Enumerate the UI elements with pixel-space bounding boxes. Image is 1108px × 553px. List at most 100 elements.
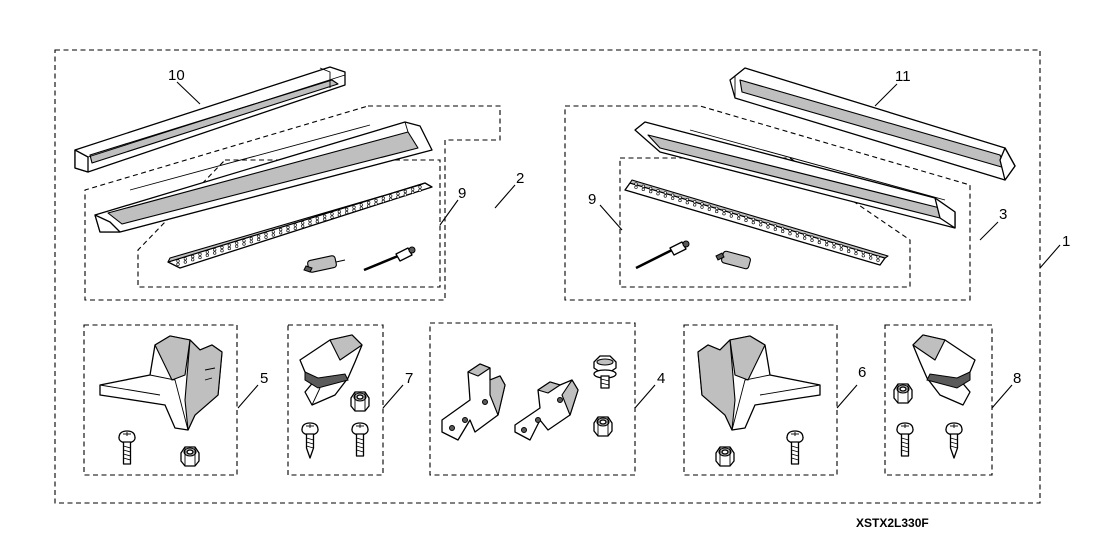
plate-hole [293, 223, 297, 227]
plate-hole [847, 249, 851, 253]
kit-frame [54, 49, 1041, 504]
callout-3: 3 [999, 206, 1007, 223]
left-bracket-part [299, 334, 363, 406]
plate-hole [847, 246, 851, 250]
plate-hole [649, 186, 653, 190]
plate-hole [737, 213, 741, 217]
plate-hole [381, 196, 385, 200]
right-bracket-tapping-screw-part [945, 422, 963, 459]
plate-hole [308, 222, 312, 226]
plate-hole [663, 194, 667, 198]
plate-hole [678, 195, 682, 199]
callout-7: 7 [405, 370, 413, 387]
right-mudguard-nut-part [715, 446, 735, 467]
plate-hole [685, 197, 689, 202]
callout-5: 5 [260, 370, 268, 387]
plate-hole [220, 245, 224, 250]
plate-hole [411, 190, 415, 194]
callout-1: 1 [1062, 233, 1070, 250]
plate-hole [213, 251, 217, 255]
plate-hole [722, 208, 726, 213]
plate-hole [301, 221, 305, 225]
plate-hole [810, 235, 814, 239]
plate-hole [795, 231, 799, 235]
plate-hole [766, 222, 770, 226]
plate-hole [656, 189, 660, 193]
plate-hole [367, 204, 371, 208]
mounting-nut-part [593, 416, 613, 437]
leader-3 [979, 221, 999, 241]
plate-hole [345, 211, 349, 215]
leader-9-right [599, 204, 623, 231]
plate-hole [389, 194, 393, 198]
right-bracket-screw-part [896, 422, 914, 457]
plate-hole [861, 251, 865, 255]
plate-hole [825, 239, 829, 244]
plate-hole [205, 253, 209, 257]
mounting-bracket-a-part [441, 363, 506, 441]
plate-hole [649, 190, 653, 194]
left-step-rivet-part [363, 246, 416, 272]
bracket-right-group-frame [884, 324, 993, 476]
plate-hole [227, 243, 231, 247]
plate-hole [744, 215, 748, 219]
plate-hole [286, 225, 290, 229]
plate-hole [707, 207, 711, 211]
bracket-left-group-frame [287, 324, 384, 476]
mudguard-left-group-frame [83, 324, 238, 476]
plate-hole [839, 244, 843, 248]
mounting-bracket-b-part [514, 379, 579, 441]
plate-hole [352, 205, 356, 209]
left-step-group-frame [84, 105, 501, 301]
plate-hole [403, 189, 407, 194]
right-bracket-nut-part [893, 383, 913, 404]
plate-hole [249, 240, 253, 244]
leader-5 [237, 384, 259, 409]
plate-hole [271, 230, 275, 234]
left-bracket-screw-part [351, 422, 369, 457]
plate-hole [869, 256, 873, 260]
left-step-board-part [94, 121, 433, 233]
right-step-board-part [634, 121, 956, 229]
plate-hole [235, 241, 239, 245]
plate-hole [773, 224, 777, 228]
plate-hole [352, 208, 356, 212]
plate-hole [249, 237, 253, 241]
callout-8: 8 [1013, 370, 1021, 387]
mudguard-right-group-frame [683, 324, 838, 476]
plate-hole [389, 197, 393, 201]
plate-hole [729, 211, 733, 215]
plate-hole [264, 232, 268, 236]
plate-hole [854, 248, 858, 252]
plate-hole [315, 220, 319, 224]
left-mudguard-screw-part [118, 430, 136, 465]
plate-hole [671, 193, 675, 197]
right-bracket-part [912, 334, 976, 406]
plate-hole [308, 219, 312, 223]
plate-hole [198, 252, 202, 256]
plate-hole [656, 192, 660, 196]
plate-hole [396, 192, 400, 196]
leader-1 [1039, 244, 1061, 269]
plate-hole [359, 206, 363, 210]
plate-hole [279, 228, 283, 232]
plate-hole [301, 224, 305, 228]
plate-hole [817, 240, 821, 245]
left-step-plate-group-frame [137, 159, 441, 288]
plate-hole [191, 258, 195, 262]
plate-hole [832, 245, 836, 249]
left-step-clip-part [303, 255, 346, 273]
plate-hole [803, 236, 807, 240]
left-mudguard-nut-part [180, 446, 200, 467]
plate-hole [781, 229, 785, 233]
plate-hole [374, 202, 378, 206]
plate-hole [876, 255, 880, 259]
plate-hole [359, 203, 363, 207]
plate-hole [781, 226, 785, 230]
leader-6 [836, 384, 858, 409]
plate-hole [367, 201, 371, 205]
plate-hole [418, 185, 422, 189]
plate-hole [869, 253, 873, 257]
plate-hole [205, 250, 209, 254]
plate-hole [641, 187, 645, 191]
